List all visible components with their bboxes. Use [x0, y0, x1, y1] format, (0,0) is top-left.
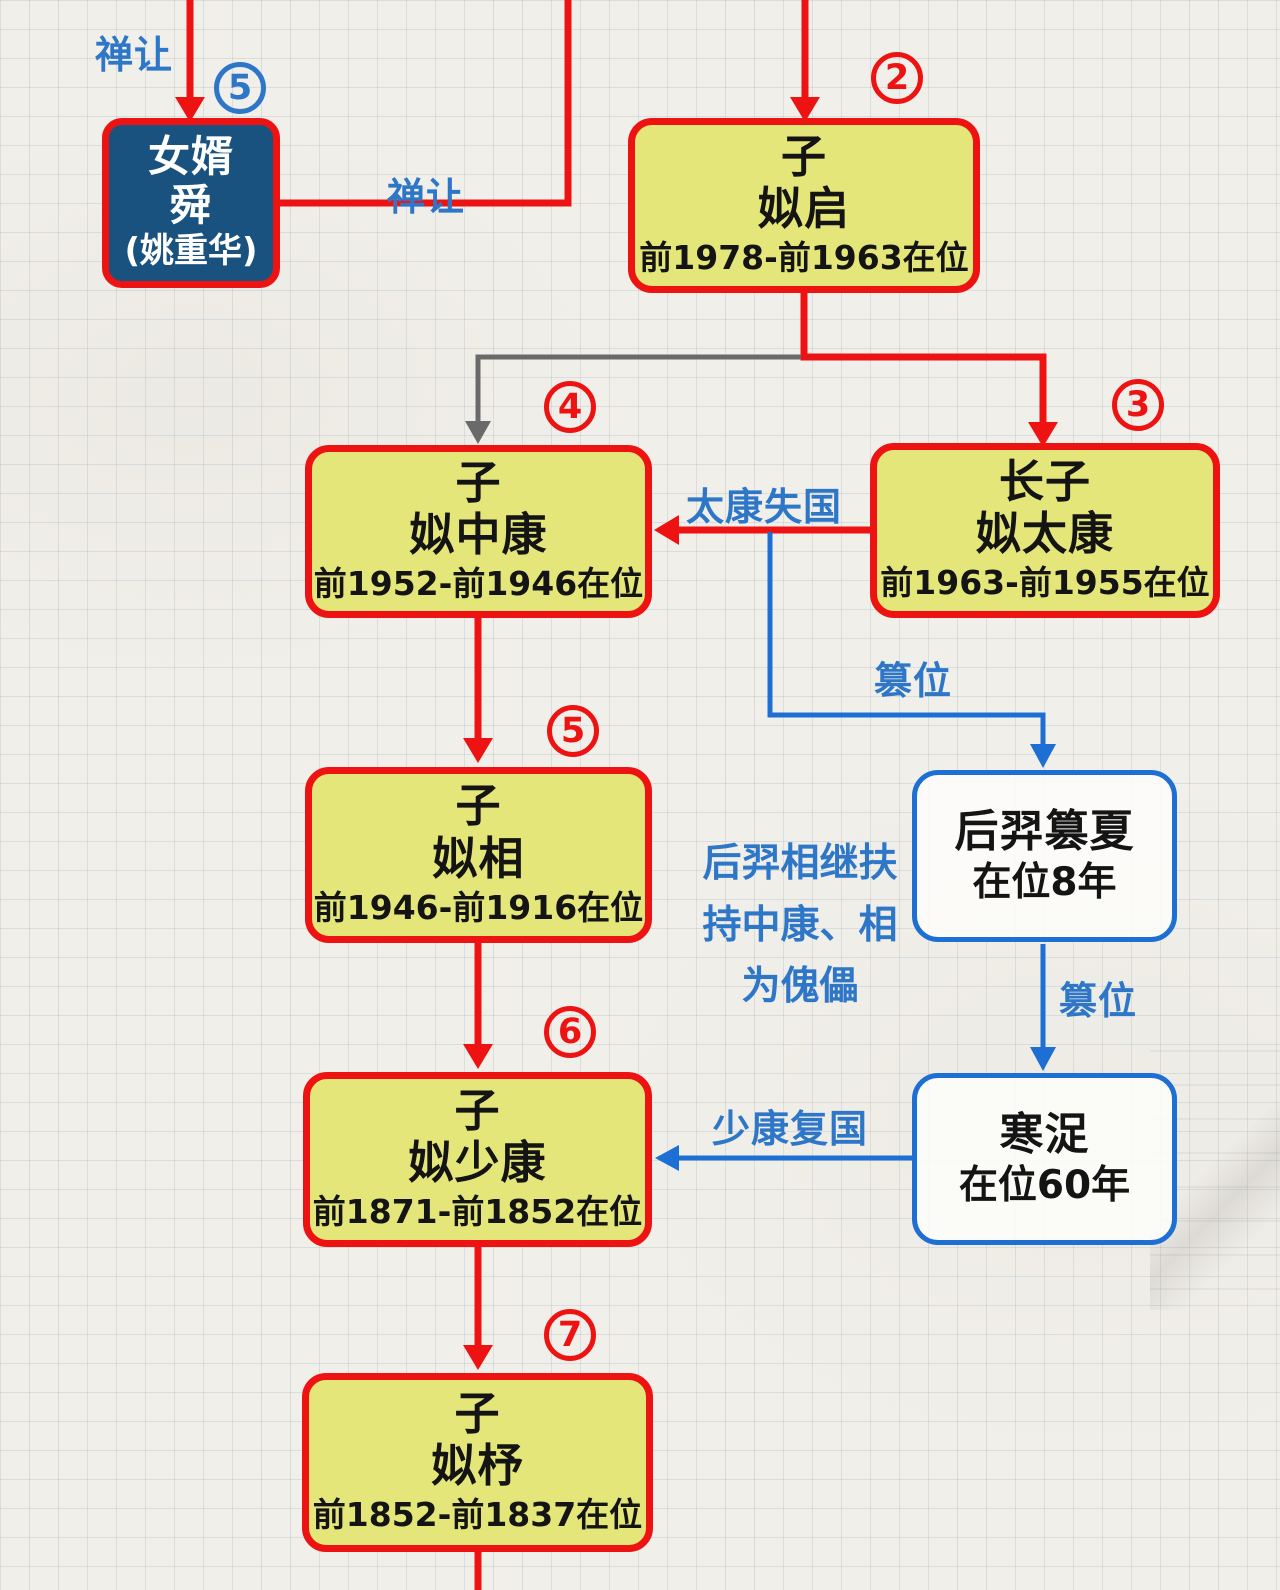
arrowhead-into-hanzhuo [1030, 1047, 1056, 1071]
label-usurp-1: 篡位 [874, 659, 953, 703]
arrowhead-into-shun [175, 97, 205, 122]
badge-shun-order: 5 [214, 62, 266, 114]
node-zhu-relation: 子 [454, 1386, 501, 1440]
node-xiang-reign: 前1946-前1916在位 [313, 887, 644, 927]
node-shaokang: 子 姒少康 前1871-前1852在位 [303, 1072, 652, 1247]
wire-qi-to-zhongkang [475, 354, 801, 427]
node-qi-name: 姒启 [757, 182, 850, 236]
node-taikang-relation: 长子 [998, 454, 1091, 508]
annotation-line-1: 后羿相继扶 [702, 841, 898, 886]
badge-taikang-order: 3 [1112, 379, 1164, 431]
node-zhongkang: 子 姒中康 前1952-前1946在位 [305, 445, 652, 618]
badge-qi-order: 2 [871, 52, 923, 104]
node-qi-relation: 子 [780, 129, 827, 183]
wire-usurp-to-houyi [767, 532, 1046, 750]
arrowhead-into-shaokang [463, 1044, 493, 1069]
node-shun-relation: 女婿 [147, 132, 234, 182]
arrowhead-into-xiang [463, 738, 493, 763]
node-xiang: 子 姒相 前1946-前1916在位 [305, 767, 652, 943]
arrowhead-taikang-to-zhongkang [654, 515, 679, 545]
badge-shaokang-order: 6 [544, 1006, 596, 1058]
wire-qi-to-taikang [800, 293, 1047, 430]
node-qi: 子 姒启 前1978-前1963在位 [628, 118, 980, 293]
node-shun-name: 舜 [169, 180, 213, 230]
arrowhead-restoration [655, 1145, 679, 1171]
node-shun: 女婿 舜 (姚重华) [102, 118, 280, 288]
node-shaokang-name: 姒少康 [408, 1136, 547, 1190]
badge-xiang-order: 5 [547, 705, 599, 757]
label-shaokang-restores: 少康复国 [712, 1107, 869, 1151]
node-zhongkang-reign: 前1952-前1946在位 [313, 564, 644, 604]
node-zhongkang-name: 姒中康 [409, 508, 548, 562]
label-taikang-loses-state: 太康失国 [686, 485, 843, 529]
label-abdicate-mid: 禅让 [387, 175, 466, 219]
arrowhead-into-houyi [1030, 744, 1056, 768]
arrowhead-into-taikang [1028, 422, 1058, 447]
node-taikang-name: 姒太康 [975, 507, 1114, 561]
node-shaokang-reign: 前1871-前1852在位 [312, 1192, 643, 1232]
node-houyi-name: 后羿篡夏 [954, 806, 1135, 858]
node-xiang-name: 姒相 [432, 831, 525, 885]
node-houyi: 后羿篡夏 在位8年 [912, 770, 1177, 942]
node-taikang: 长子 姒太康 前1963-前1955在位 [870, 443, 1220, 618]
node-zhu-reign: 前1852-前1837在位 [312, 1495, 643, 1535]
node-houyi-reign: 在位8年 [972, 860, 1117, 906]
badge-zhongkang-order: 4 [544, 381, 596, 433]
node-zhu-name: 姒杼 [431, 1439, 524, 1493]
annotation-line-2: 持中康、相 [702, 902, 898, 948]
node-zhongkang-relation: 子 [455, 455, 502, 509]
node-zhu: 子 姒杼 前1852-前1837在位 [302, 1373, 653, 1552]
node-taikang-reign: 前1963-前1955在位 [880, 563, 1210, 603]
label-usurp-2: 篡位 [1059, 979, 1138, 1023]
node-shun-alias: (姚重华) [124, 231, 258, 272]
node-xiang-relation: 子 [455, 779, 502, 833]
node-qi-reign: 前1978-前1963在位 [639, 238, 969, 278]
node-hanzhuo: 寒浞 在位60年 [912, 1073, 1177, 1245]
arrowhead-into-zhu [463, 1345, 493, 1370]
arrowhead-into-qi [790, 97, 820, 122]
node-shaokang-relation: 子 [454, 1083, 501, 1137]
annotation-line-3: 为傀儡 [741, 964, 859, 1010]
badge-zhu-order: 7 [544, 1309, 596, 1361]
node-hanzhuo-reign: 在位60年 [958, 1163, 1131, 1209]
wire-shun-abdicate-up [280, 0, 572, 207]
arrowhead-into-zhongkang [465, 421, 491, 444]
label-abdicate-left: 禅让 [95, 33, 174, 77]
annotation-houyi-puppets: 后羿相继扶 持中康、相 为傀儡 [690, 833, 910, 1018]
node-hanzhuo-name: 寒浞 [999, 1109, 1090, 1161]
